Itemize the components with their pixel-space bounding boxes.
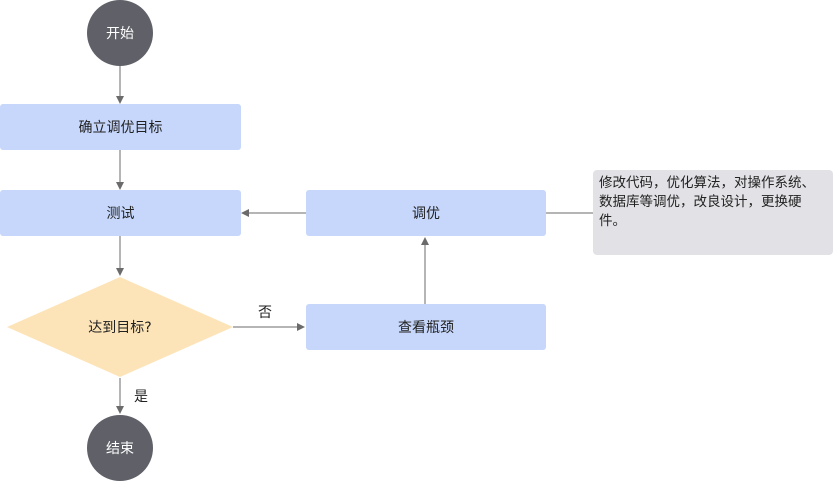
set-goal-node: 确立调优目标 <box>0 104 241 150</box>
test-node: 测试 <box>0 190 241 236</box>
tune-node: 调优 <box>306 190 546 236</box>
decision-diamond <box>7 277 233 377</box>
edge-label-no: 否 <box>258 305 272 321</box>
edge-label-yes: 是 <box>134 389 148 405</box>
decision-label: 达到目标? <box>88 320 152 336</box>
end-node: 结束 <box>87 415 153 481</box>
check-bottleneck-node: 查看瓶颈 <box>306 304 546 350</box>
tuning-note: 修改代码，优化算法，对操作系统、数据库等调优，改良设计，更换硬件。 <box>593 170 833 255</box>
start-node: 开始 <box>87 0 153 66</box>
